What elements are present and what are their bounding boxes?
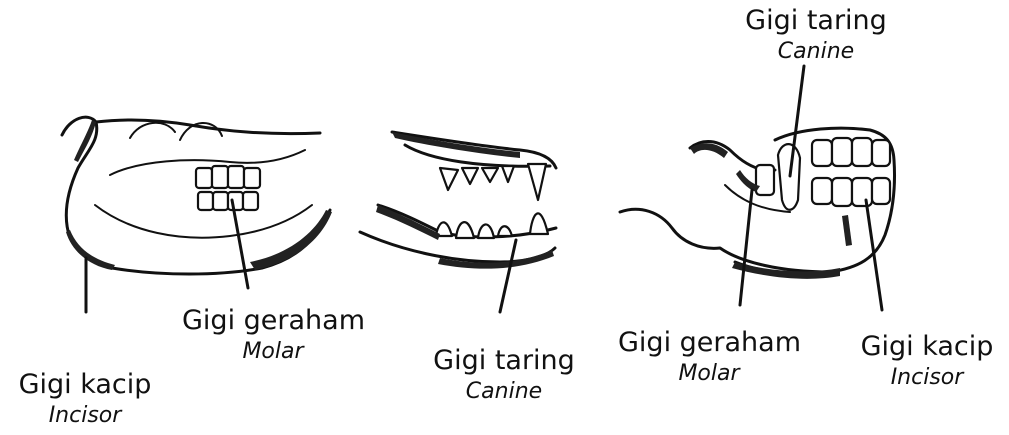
omnivore-molar-leader — [740, 190, 752, 305]
herbivore-jaw-drawing — [62, 117, 332, 312]
label-main-text: Gigi geraham — [182, 304, 364, 338]
omnivore-jaw-drawing — [620, 66, 895, 310]
label-sub-text: Molar — [618, 360, 800, 388]
carnivore-canine-label: Gigi taring Canine — [424, 344, 584, 406]
omnivore-molar-label: Gigi geraham Molar — [618, 326, 800, 388]
herbivore-molar-label: Gigi geraham Molar — [182, 304, 364, 366]
label-main-text: Gigi taring — [736, 4, 896, 38]
label-main-text: Gigi kacip — [6, 368, 164, 402]
label-main-text: Gigi kacip — [848, 330, 1006, 364]
label-main-text: Gigi geraham — [618, 326, 800, 360]
herbivore-incisor-label: Gigi kacip Incisor — [6, 368, 164, 430]
carnivore-jaw-drawing — [360, 132, 556, 312]
label-sub-text: Canine — [424, 378, 584, 406]
herbivore-molar-leader — [232, 200, 248, 288]
label-sub-text: Molar — [182, 338, 364, 366]
label-sub-text: Incisor — [848, 364, 1006, 392]
carnivore-canine-leader — [500, 240, 516, 312]
label-sub-text: Canine — [736, 38, 896, 66]
label-main-text: Gigi taring — [424, 344, 584, 378]
label-sub-text: Incisor — [6, 402, 164, 430]
omnivore-canine-label: Gigi taring Canine — [736, 4, 896, 66]
omnivore-incisor-label: Gigi kacip Incisor — [848, 330, 1006, 392]
omnivore-incisor-leader — [866, 200, 882, 310]
